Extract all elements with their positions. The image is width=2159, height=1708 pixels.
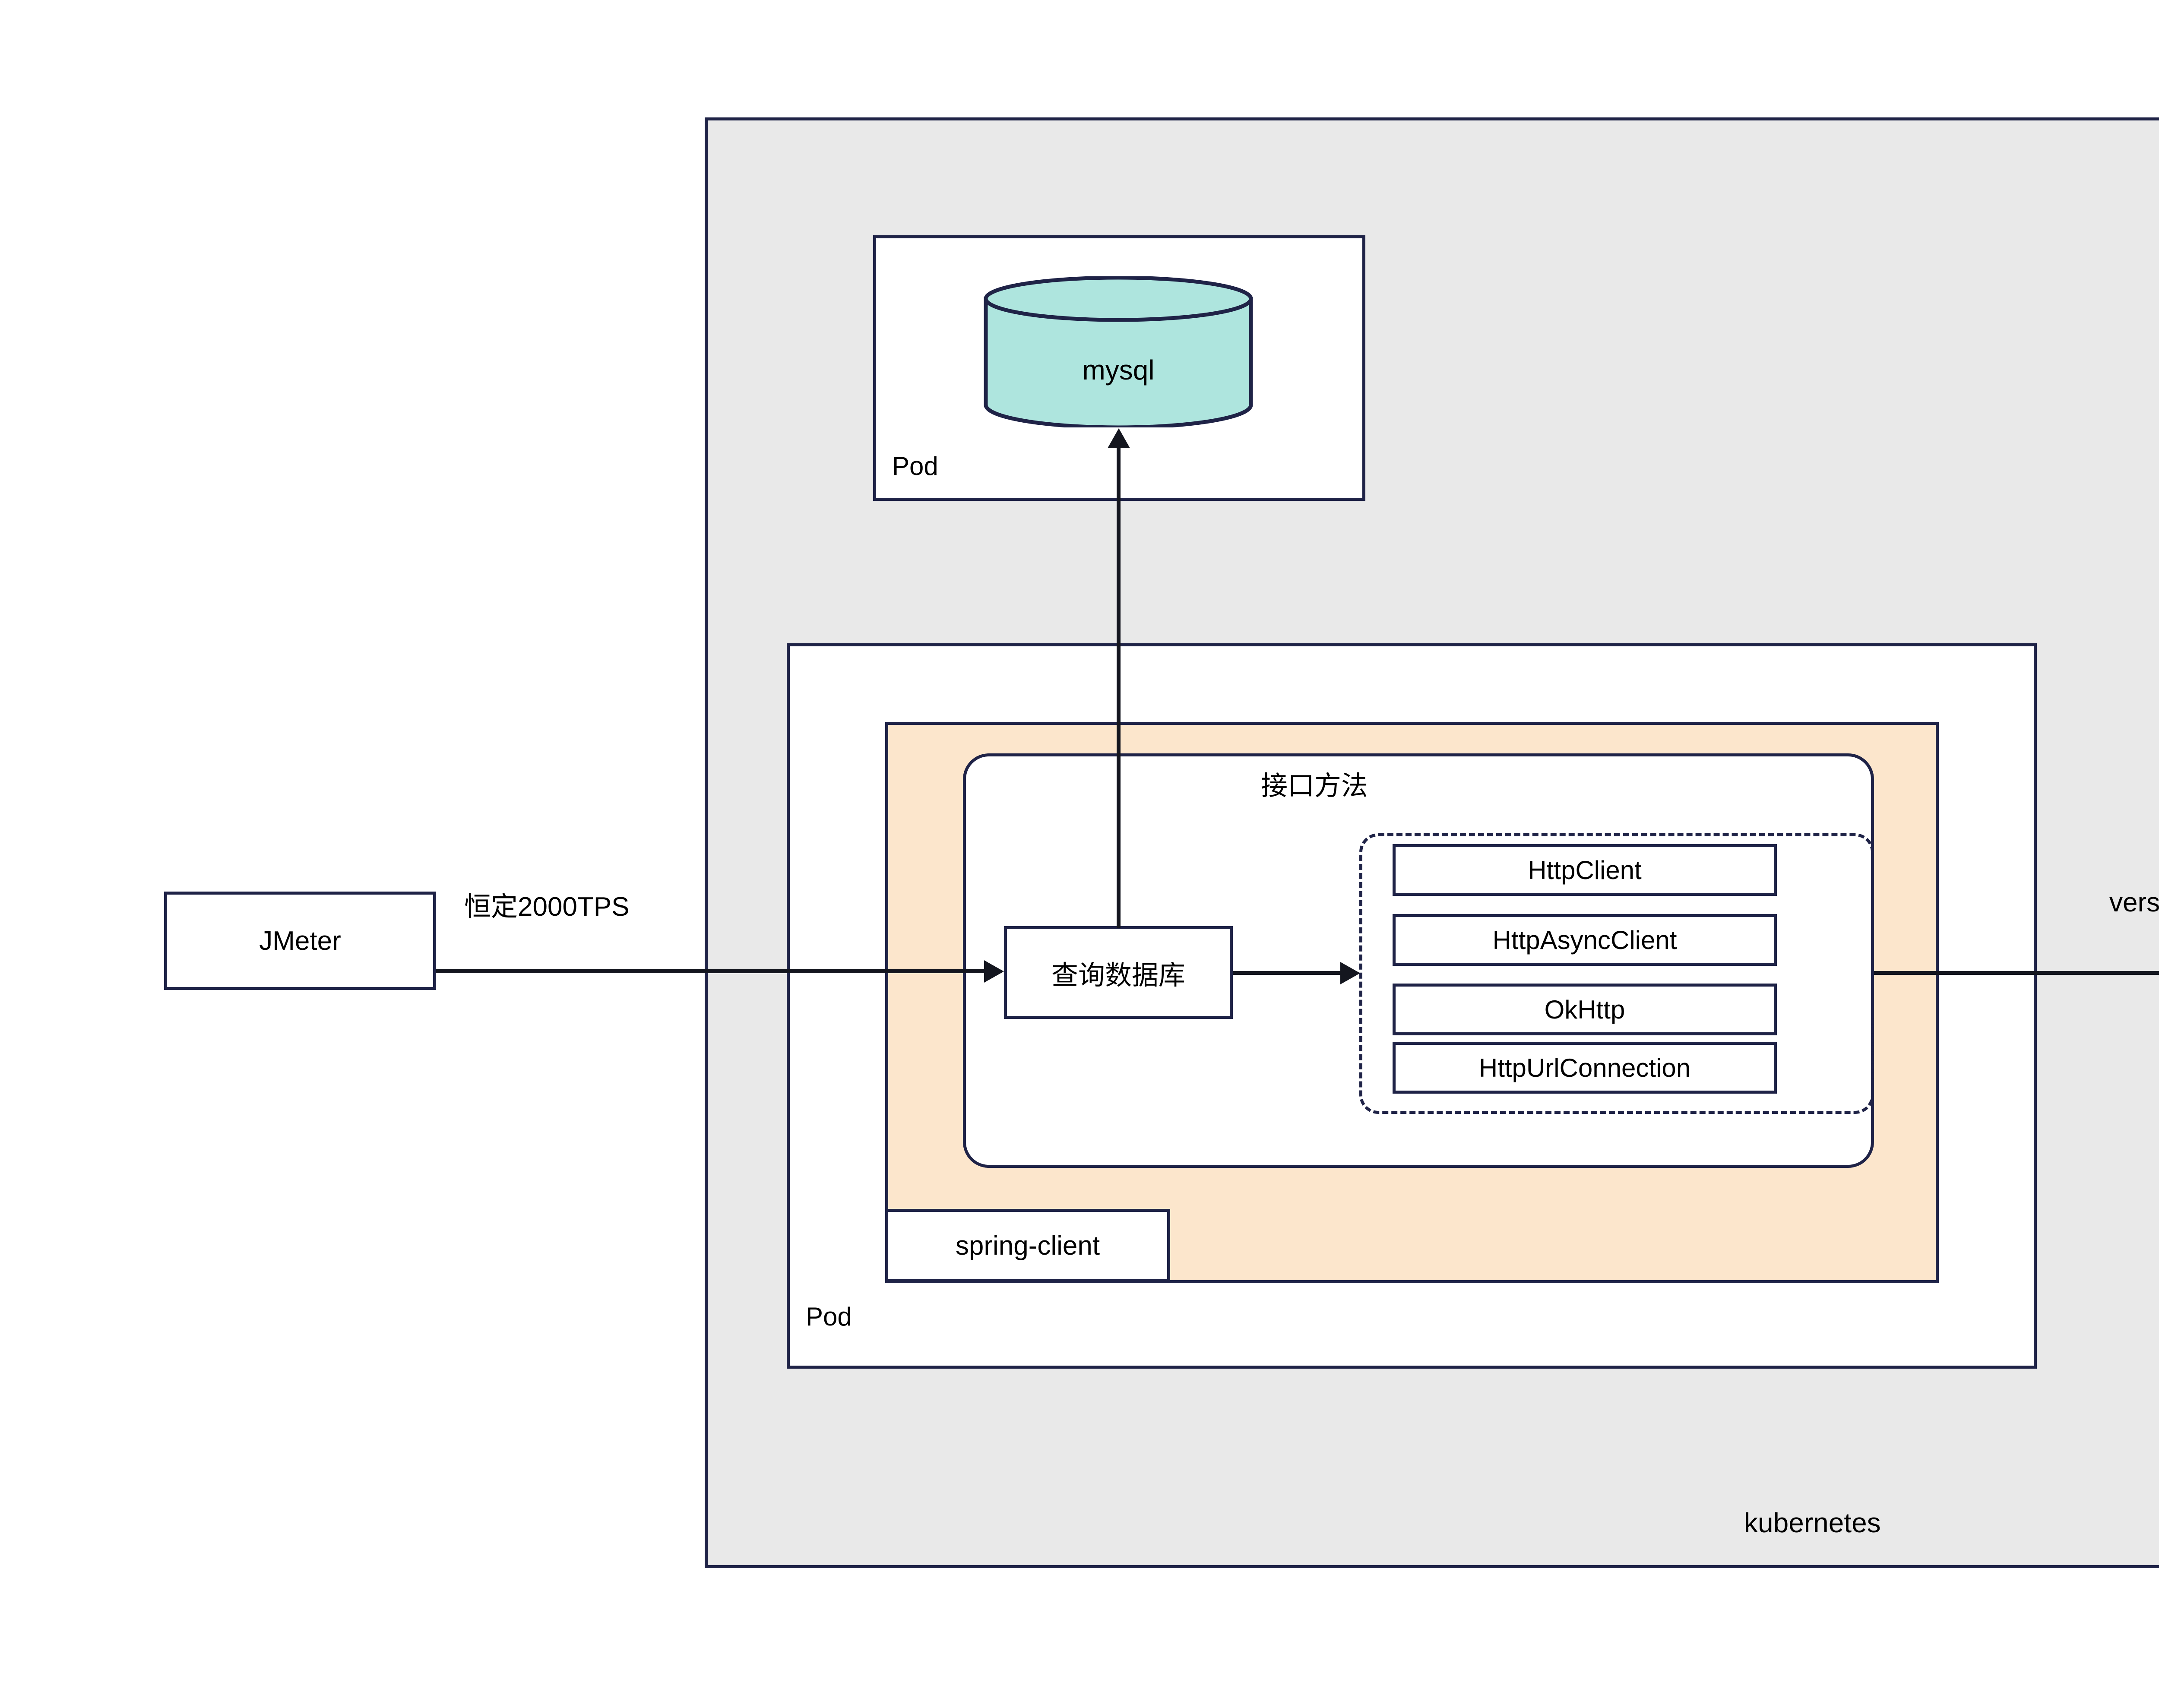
method-httpclient[interactable]: HttpClient bbox=[1393, 844, 1777, 896]
edge-client-to-server-line bbox=[1874, 971, 2159, 975]
kubernetes-label: kubernetes bbox=[1744, 1507, 1881, 1538]
interface-methods-label: 接口方法 bbox=[1261, 771, 1368, 801]
spring-client-name-box: spring-client bbox=[885, 1209, 1170, 1282]
edge-jmeter-to-client-label: 恒定2000TPS bbox=[464, 892, 630, 922]
mysql-database-cylinder: mysql bbox=[982, 276, 1254, 427]
method-httpasyncclient[interactable]: HttpAsyncClient bbox=[1393, 914, 1777, 966]
edge-client-to-server-label: version:v1 bbox=[2109, 888, 2159, 917]
edge-query-to-mysql-arrowhead bbox=[1108, 428, 1130, 448]
edge-query-to-mysql-line bbox=[1117, 447, 1121, 928]
mysql-label: mysql bbox=[1082, 354, 1155, 386]
pod-mysql-label: Pod bbox=[892, 452, 938, 481]
edge-jmeter-to-client-line bbox=[436, 969, 984, 973]
edge-jmeter-to-client-arrowhead bbox=[984, 960, 1004, 983]
edge-query-to-methods-arrowhead bbox=[1340, 962, 1360, 984]
method-okhttp[interactable]: OkHttp bbox=[1393, 984, 1777, 1035]
interface-methods-group bbox=[1359, 833, 1874, 1114]
method-httpurlconnection[interactable]: HttpUrlConnection bbox=[1393, 1042, 1777, 1094]
jmeter-node[interactable]: JMeter bbox=[164, 892, 436, 990]
query-database-node[interactable]: 查询数据库 bbox=[1004, 926, 1233, 1019]
edge-query-to-methods-line bbox=[1233, 971, 1341, 975]
pod-spring-client-label: Pod bbox=[806, 1302, 852, 1331]
